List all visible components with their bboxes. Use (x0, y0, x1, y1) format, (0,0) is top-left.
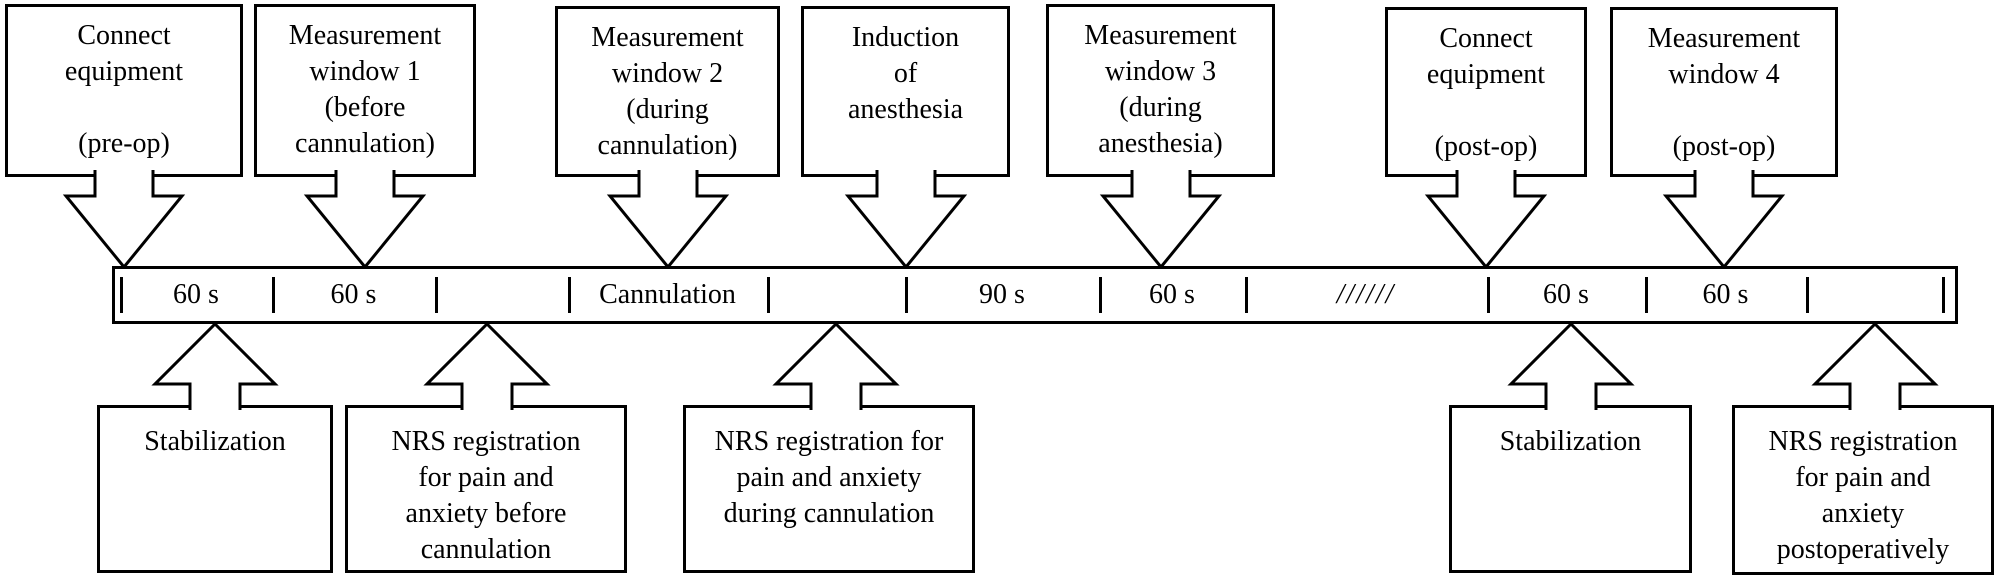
down-arrow (62, 170, 186, 270)
down-arrow (1099, 170, 1223, 270)
timeline-tick (1245, 277, 1248, 313)
up-arrow (423, 322, 551, 410)
box-measurement-window-2: Measurement window 2 (during cannulation… (555, 6, 780, 177)
timeline-tick (1645, 277, 1648, 313)
box-measurement-window-1: Measurement window 1 (before cannulation… (254, 4, 476, 177)
timeline-segment-label: 60 s (173, 279, 219, 310)
box-induction-of-anesthesia: Induction of anesthesia (801, 6, 1010, 177)
timeline-tick (568, 277, 571, 313)
timeline-segment-label: 60 s (1543, 279, 1589, 310)
box-stabilization-2: Stabilization (1449, 405, 1692, 573)
timeline-segment-label: 60 s (1702, 279, 1749, 310)
timeline-tick (272, 277, 275, 313)
timeline-tick (435, 277, 438, 313)
timeline-segment-empty (435, 269, 568, 321)
down-arrow (606, 170, 730, 270)
timeline-segment-label: 60 s (1149, 279, 1195, 310)
timeline-segment-label: 90 s (979, 279, 1025, 310)
box-stabilization-1: Stabilization (97, 405, 333, 573)
timeline-tick (1942, 277, 1945, 313)
timeline-segment-empty (1806, 269, 1942, 321)
timeline-segment-label: ////// (1336, 279, 1396, 310)
timeline-tick (120, 277, 123, 313)
box-connect-equipment-postop: Connect equipment (post-op) (1385, 7, 1587, 177)
up-arrow (1811, 322, 1939, 410)
timeline-segment-empty (767, 269, 905, 321)
box-connect-equipment-preop: Connect equipment (pre-op) (5, 4, 243, 177)
down-arrow (1424, 170, 1548, 270)
up-arrow (1507, 322, 1635, 410)
box-measurement-window-3: Measurement window 3 (during anesthesia) (1046, 4, 1275, 177)
timeline-tick (905, 277, 908, 313)
up-arrow (151, 322, 279, 410)
down-arrow (1662, 170, 1786, 270)
timeline-tick (1099, 277, 1102, 313)
box-nrs-before-cannulation: NRS registration for pain and anxiety be… (345, 405, 627, 573)
box-measurement-window-4: Measurement window 4 (post-op) (1610, 7, 1838, 177)
timeline-tick (1806, 277, 1809, 313)
down-arrow (844, 170, 968, 270)
timeline-tick (767, 277, 770, 313)
box-nrs-during-cannulation: NRS registration for pain and anxiety du… (683, 405, 975, 573)
timeline-segment-label: 60 s (330, 279, 377, 310)
up-arrow (772, 322, 900, 410)
down-arrow (303, 170, 427, 270)
timeline-segment-label: Cannulation (599, 279, 736, 310)
timeline-bar: 60 s 60 s Cannulation 90 s 60 s ////// 60 s 60 … (112, 266, 1958, 324)
timeline-tick (1487, 277, 1490, 313)
box-nrs-postoperatively: NRS registration for pain and anxiety po… (1732, 405, 1994, 575)
